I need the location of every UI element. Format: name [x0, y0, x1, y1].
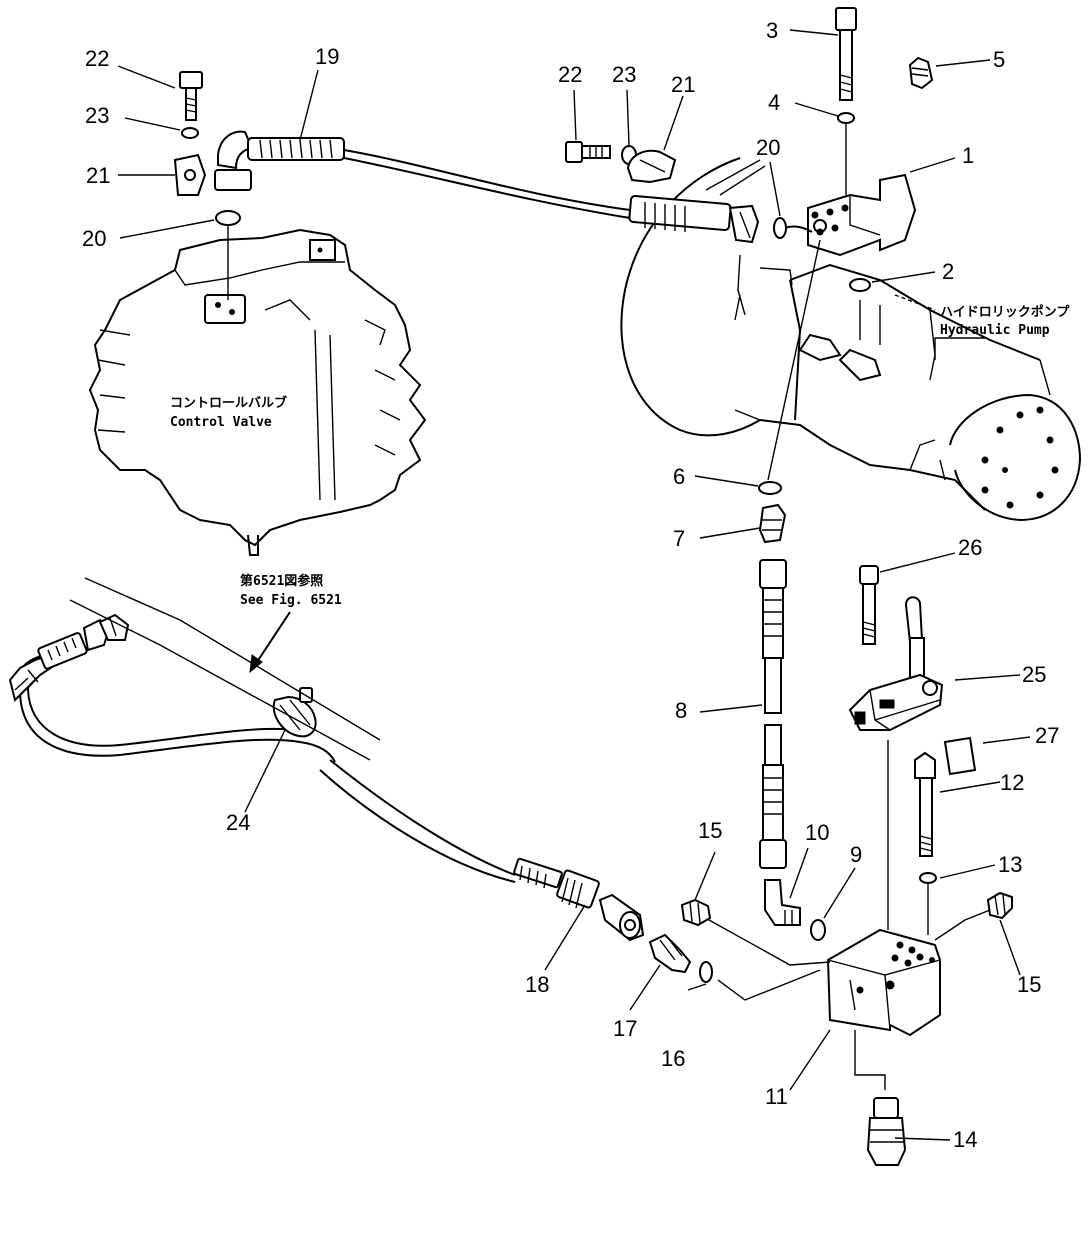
plate-part-27 — [943, 736, 977, 776]
label-part-5: 5 — [993, 47, 1005, 72]
hydraulic-pump-caption-jp: ハイドロリックポンプ — [940, 304, 1070, 320]
control-valve-body — [88, 228, 427, 556]
label-part-8: 8 — [675, 698, 687, 723]
label-part-14: 14 — [953, 1127, 977, 1152]
axis-line-15-left — [699, 914, 831, 966]
label-part-19: 19 — [315, 44, 339, 69]
label-part-21-right: 21 — [671, 72, 695, 97]
clamp-part-21-left — [173, 153, 207, 196]
label-part-13: 13 — [998, 852, 1022, 877]
label-part-23-left: 23 — [85, 103, 109, 128]
label-part-21-left: 21 — [86, 163, 110, 188]
label-part-12: 12 — [1000, 770, 1024, 795]
control-valve-caption-jp: コントロールバルブ — [170, 395, 287, 411]
see-fig-caption-en: See Fig. 6521 — [240, 593, 342, 608]
bolt-part-3 — [835, 7, 857, 101]
see-fig-caption-jp: 第6521図参照 — [240, 573, 323, 589]
label-part-26: 26 — [958, 535, 982, 560]
label-part-27: 27 — [1035, 723, 1059, 748]
label-part-25: 25 — [1022, 662, 1046, 687]
label-part-9: 9 — [850, 842, 862, 867]
leader-lines — [117, 29, 1031, 1141]
o-ring-part-16 — [699, 961, 713, 983]
reference-guide-line-2 — [69, 599, 371, 761]
label-part-17: 17 — [613, 1016, 637, 1041]
label-part-23-right: 23 — [612, 62, 636, 87]
reference-guide-line-1 — [84, 577, 381, 741]
label-part-15-right: 15 — [1017, 972, 1041, 997]
label-part-20-right: 20 — [756, 135, 780, 160]
block-part-11 — [826, 928, 941, 1037]
plug-part-5 — [908, 56, 934, 90]
axis-line-16 — [717, 969, 821, 1001]
hose-part-8 — [759, 559, 787, 869]
label-part-2: 2 — [942, 259, 954, 284]
axis-line-1-to-6 — [767, 239, 821, 481]
label-part-24: 24 — [226, 810, 250, 835]
lever-switch-part-25 — [848, 596, 944, 731]
label-part-3: 3 — [766, 18, 778, 43]
o-ring-20-right-shape — [773, 217, 787, 239]
bolt-part-22-right — [565, 141, 611, 163]
clamp-part-21-right — [626, 149, 677, 184]
label-part-22-right: 22 — [558, 62, 582, 87]
hydraulic-pump-leader — [894, 294, 936, 311]
label-part-22-left: 22 — [85, 46, 109, 71]
see-fig-arrowhead — [249, 654, 263, 674]
o-ring-20-left — [215, 210, 241, 226]
see-fig-arrow-line — [254, 611, 291, 666]
label-part-18: 18 — [525, 972, 549, 997]
hose-part-19 — [214, 130, 760, 244]
elbow-part-10 — [764, 879, 801, 926]
label-part-20-left: 20 — [82, 226, 106, 251]
label-part-7: 7 — [673, 526, 685, 551]
o-ring-part-6 — [758, 481, 782, 495]
o-ring-part-2 — [849, 278, 871, 292]
o-ring-part-9 — [810, 919, 826, 941]
washer-part-23-left — [181, 127, 199, 139]
washer-part-13 — [919, 872, 937, 884]
hydraulic-pump-caption-en: Hydraulic Pump — [940, 323, 1050, 338]
label-part-15-left: 15 — [698, 818, 722, 843]
axis-line-11-to-14 — [854, 1030, 886, 1090]
axis-line-15-right — [934, 909, 991, 941]
cable-part-24 — [8, 613, 336, 763]
control-valve-caption-en: Control Valve — [170, 415, 272, 430]
label-part-6: 6 — [673, 464, 685, 489]
fitting-part-7 — [758, 503, 787, 544]
bolt-part-26 — [859, 565, 879, 645]
switch-part-14 — [866, 1097, 907, 1166]
washer-part-4 — [837, 112, 855, 124]
label-part-4: 4 — [768, 90, 780, 115]
block-part-1 — [807, 173, 917, 257]
label-part-10: 10 — [805, 820, 829, 845]
bolt-part-22-left — [179, 71, 203, 121]
plug-part-15-right — [986, 891, 1013, 920]
cable-part-18 — [319, 759, 645, 942]
bolt-part-12 — [914, 751, 936, 857]
fitting-part-17 — [648, 933, 692, 974]
hydraulic-pump-leader-2 — [934, 337, 985, 360]
label-part-11: 11 — [765, 1084, 788, 1109]
label-part-1: 1 — [962, 143, 974, 168]
label-part-16: 16 — [661, 1046, 685, 1071]
